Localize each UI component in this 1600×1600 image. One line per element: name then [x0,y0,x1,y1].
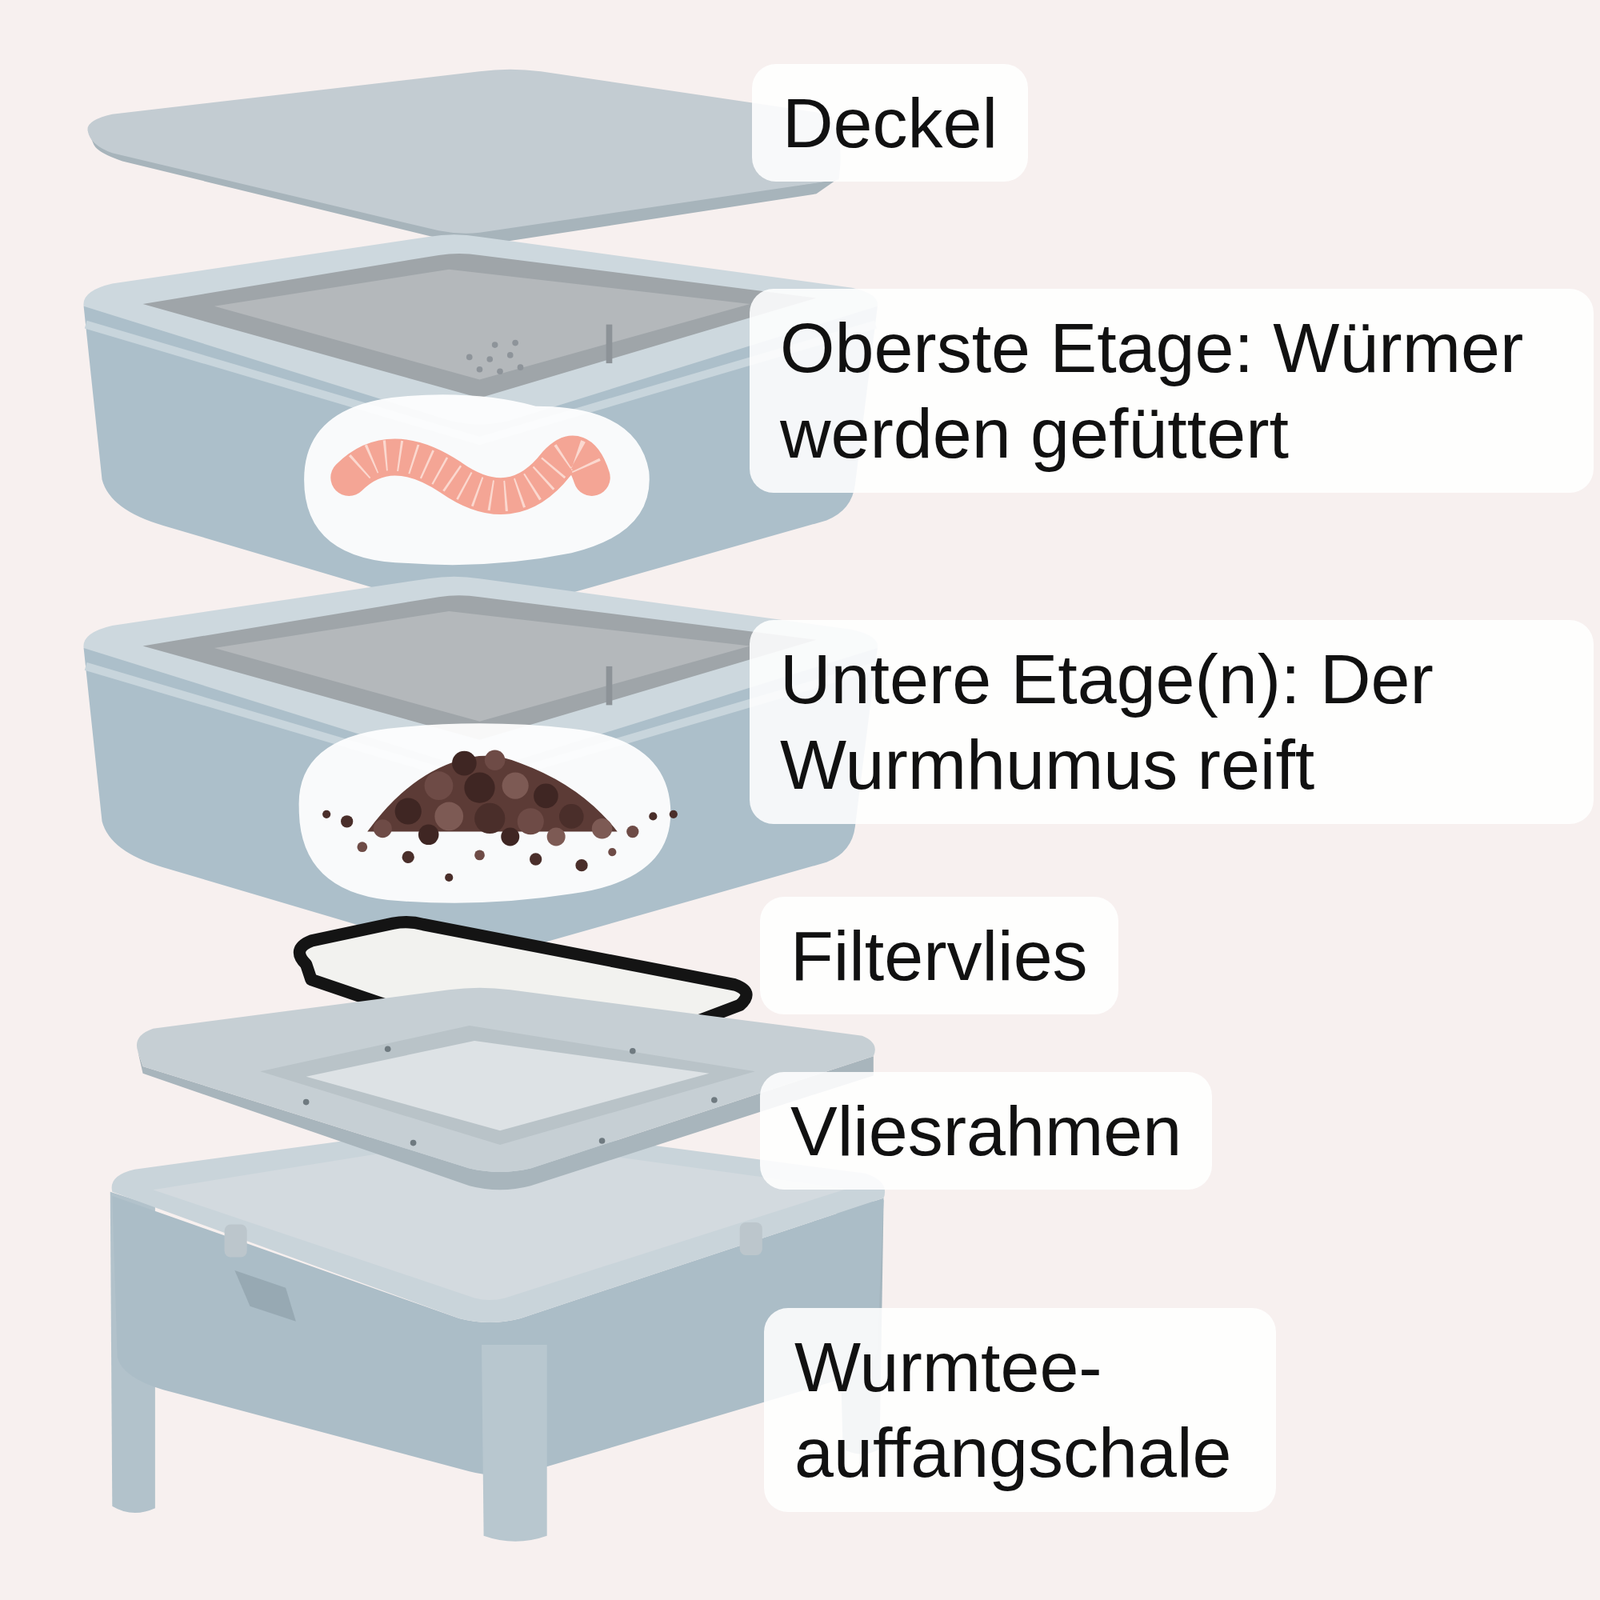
tray-rib [606,324,613,364]
icon-blob [299,723,672,903]
label-pill: Wurmtee- auffangschale [764,1308,1276,1512]
label-pill: Untere Etage(n): Der Wurmhumus reift [749,620,1594,824]
part-label: Oberste Etage: Würmer werden gefüttert [780,308,1524,473]
frame-holes [303,1045,718,1146]
part-label: Vliesrahmen [790,1091,1182,1171]
tray-holes [466,340,524,375]
humus-crumbs [322,750,678,883]
tray-rib [606,666,613,705]
tray-floor [214,611,751,722]
label-pill: Deckel [752,64,1028,182]
tray-leg [481,1344,548,1542]
icon-blob [304,394,650,565]
lid-top [88,69,841,234]
frame-opening [306,1040,710,1131]
frame-inner-ring [260,1025,756,1145]
worm-body [348,454,592,496]
tray-opening [143,595,817,740]
tray-opening [143,253,817,398]
humus-icon [299,723,678,903]
part-label: Deckel [782,83,998,163]
part-label: Wurmtee- auffangschale [794,1327,1232,1492]
part-label: Filtervlies [790,916,1088,996]
part-label: Untere Etage(n): Der Wurmhumus reift [780,639,1434,804]
label-pill: Vliesrahmen [760,1072,1212,1190]
lid [88,69,841,244]
worm-icon [304,394,650,565]
tray-floor [214,269,751,380]
worm-stripes [359,454,587,496]
tray-spout [234,1270,296,1322]
label-pill: Oberste Etage: Würmer werden gefüttert [749,288,1594,493]
label-pill: Filtervlies [760,896,1119,1015]
